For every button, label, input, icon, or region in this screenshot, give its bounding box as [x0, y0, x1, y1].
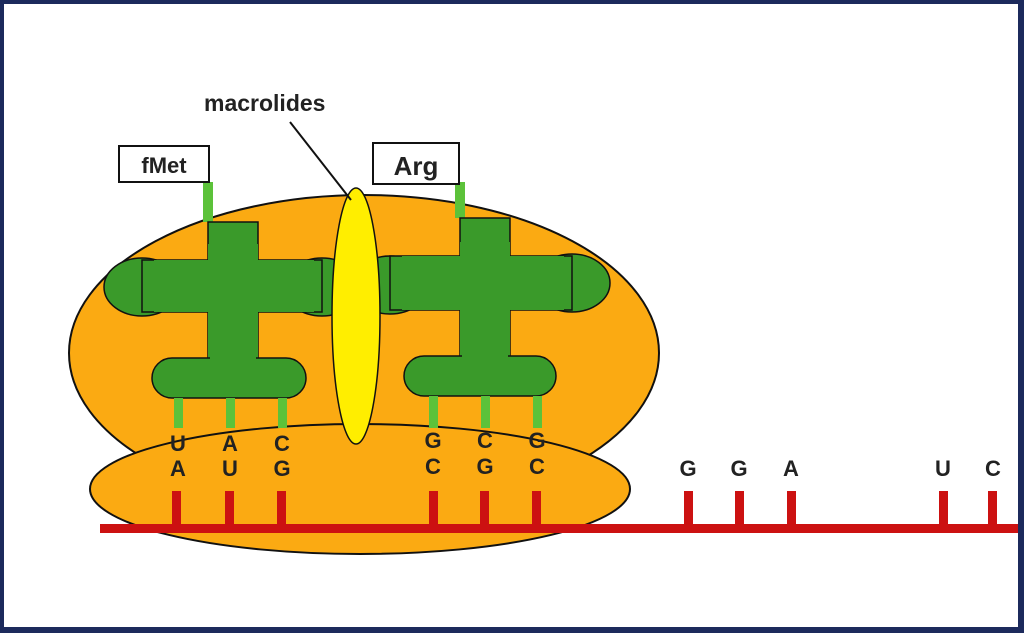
codon-base: C	[425, 454, 441, 479]
translation-diagram: macrolides fMet Arg U A C G C G A U G C …	[68, 90, 1018, 555]
anticodon-base: C	[477, 428, 493, 453]
anticodon-base: G	[528, 428, 545, 453]
trna-fmet	[103, 182, 361, 428]
mrna-codon-ticks	[172, 491, 997, 526]
mrna-tick	[532, 491, 541, 526]
trna-acceptor-stem	[203, 182, 213, 222]
macrolides-pointer	[289, 121, 352, 201]
codon-base: C	[529, 454, 545, 479]
mrna-tick	[787, 491, 796, 526]
mrna-tick	[429, 491, 438, 526]
mrna-strand	[100, 524, 1018, 533]
codon-downstream-1: G G A	[679, 456, 799, 481]
codon-base: G	[730, 456, 747, 481]
anticodon-base: C	[274, 431, 290, 456]
macrolide-molecule	[331, 187, 381, 445]
arg-label-box	[372, 142, 460, 185]
trna-anticodon-stem	[429, 396, 438, 428]
codon-base: U	[222, 456, 238, 481]
fmet-label-box	[118, 145, 210, 183]
arg-label: Arg	[394, 151, 439, 181]
mrna-tick	[735, 491, 744, 526]
macrolides-label: macrolides	[204, 90, 325, 116]
mrna-tick	[684, 491, 693, 526]
codon-base: G	[273, 456, 290, 481]
codon-base: U	[935, 456, 951, 481]
mrna-tick	[225, 491, 234, 526]
diagram-canvas: macrolides fMet Arg U A C G C G A U G C …	[4, 4, 1018, 627]
mrna-tick	[172, 491, 181, 526]
codon-downstream-2: U C	[935, 456, 1001, 481]
trna-anticodon-stem	[226, 398, 235, 428]
mrna-tick	[939, 491, 948, 526]
trna-anticodon-stem	[533, 396, 542, 428]
mrna-tick	[277, 491, 286, 526]
trna-anticodon-stem	[278, 398, 287, 428]
codon-base: A	[783, 456, 799, 481]
codon-base: G	[476, 454, 493, 479]
codon-left: A U G	[170, 456, 291, 481]
codon-right: C G C	[425, 454, 545, 479]
codon-base: A	[170, 456, 186, 481]
fmet-label: fMet	[141, 153, 187, 178]
mrna-tick	[988, 491, 997, 526]
anticodon-base: G	[424, 428, 441, 453]
trna-arg	[351, 182, 611, 428]
anticodon-right: G C G	[424, 428, 545, 453]
mrna-tick	[480, 491, 489, 526]
trna-anticodon-stem	[481, 396, 490, 428]
trna-acceptor-stem	[455, 182, 465, 218]
anticodon-base: A	[222, 431, 238, 456]
trna-anticodon-stem	[174, 398, 183, 428]
anticodon-base: U	[170, 431, 186, 456]
anticodon-left: U A C	[170, 431, 290, 456]
codon-base: C	[985, 456, 1001, 481]
codon-base: G	[679, 456, 696, 481]
